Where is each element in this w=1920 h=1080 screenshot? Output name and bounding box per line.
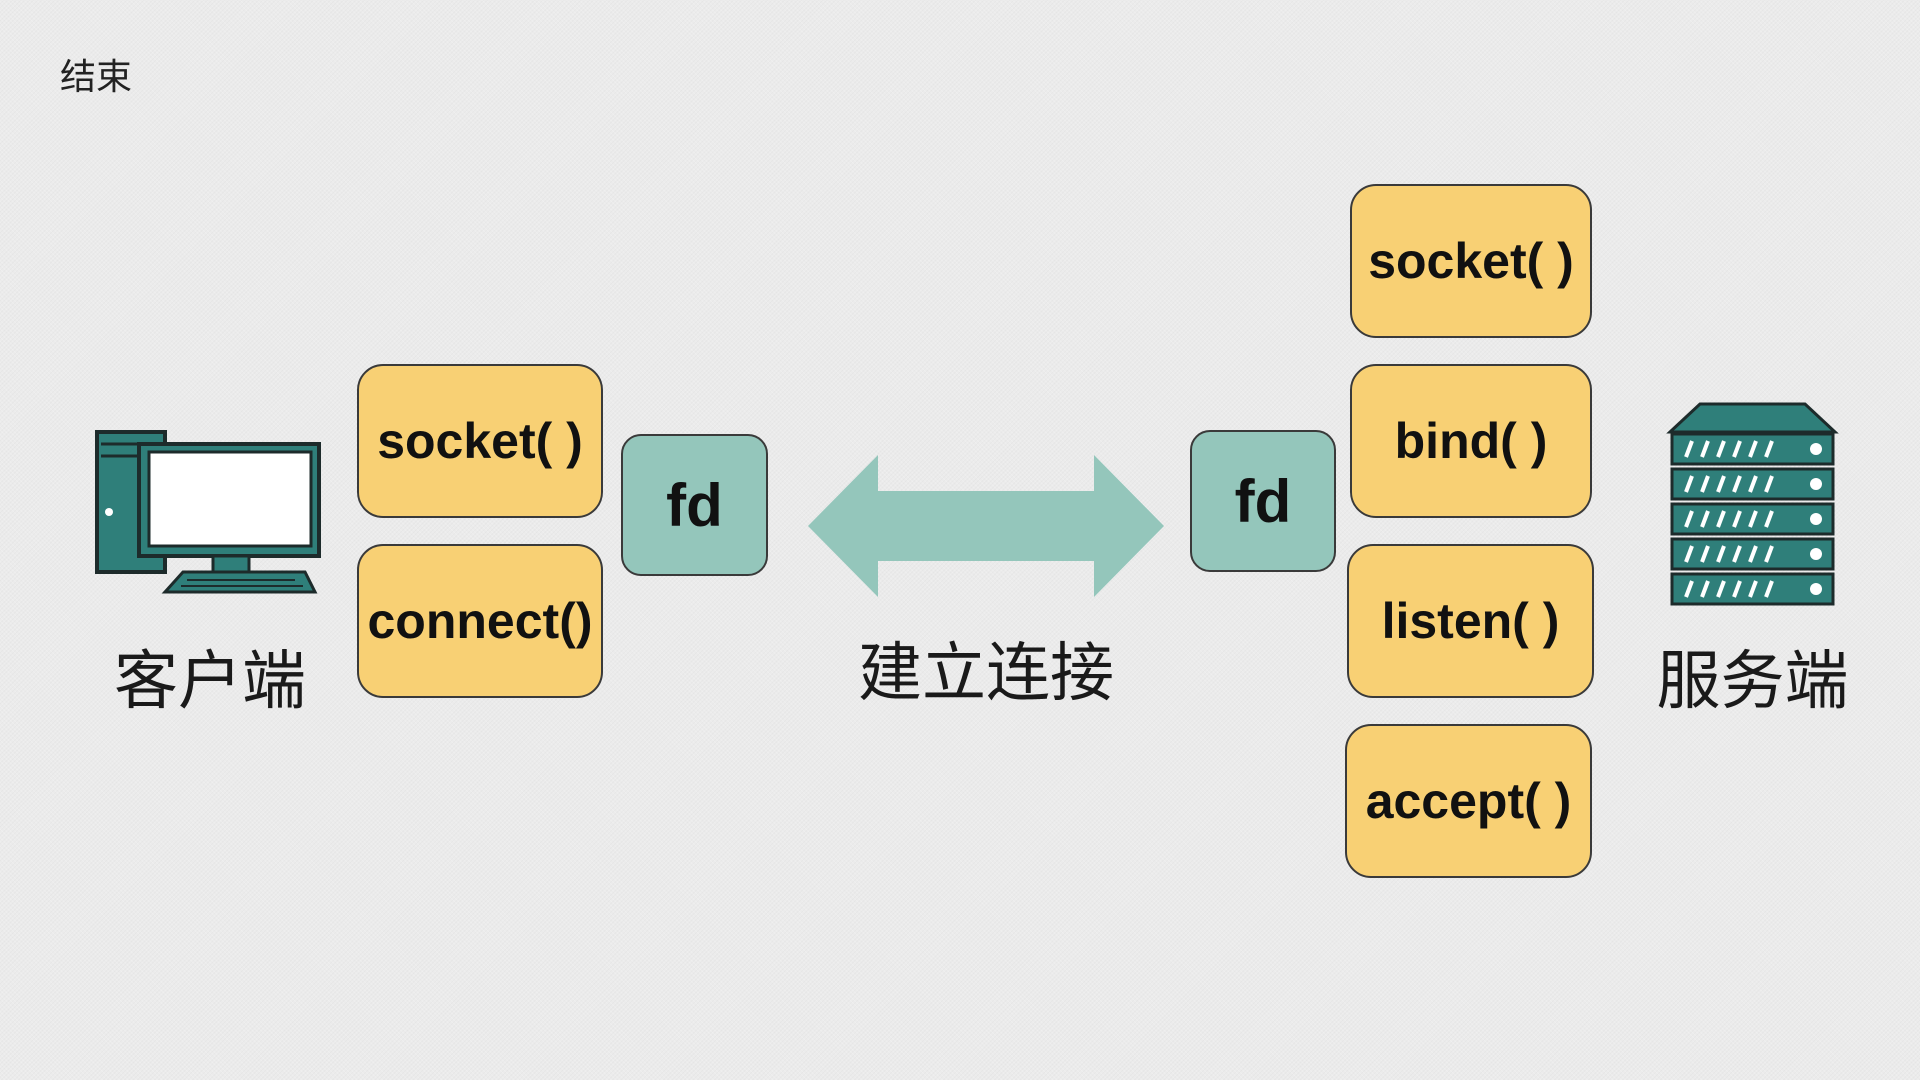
server-accept-box: accept( ) [1345, 724, 1592, 878]
double-arrow-icon [808, 455, 1164, 597]
client-fd-box: fd [621, 434, 768, 576]
slide-title: 结束 [60, 57, 133, 98]
server-socket-box: socket( ) [1350, 184, 1592, 338]
desktop-computer-icon [95, 430, 321, 594]
client-connect-box: connect() [357, 544, 603, 698]
server-bind-box: bind( ) [1350, 364, 1592, 518]
client-label: 客户端 [114, 645, 306, 719]
server-listen-box: listen( ) [1347, 544, 1594, 698]
server-fd-box: fd [1190, 430, 1336, 572]
connection-label: 建立连接 [858, 637, 1114, 711]
server-label: 服务端 [1656, 645, 1849, 719]
server-rack-icon [1666, 402, 1839, 606]
client-socket-box: socket( ) [357, 364, 603, 518]
